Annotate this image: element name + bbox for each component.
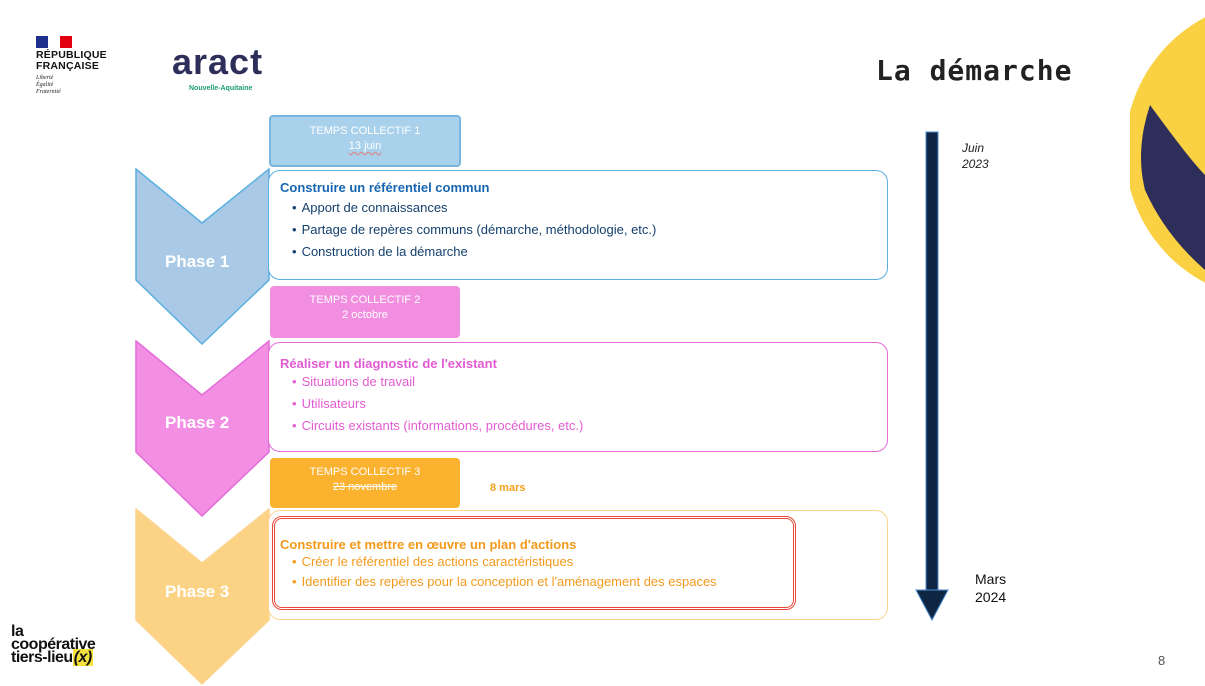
- list-item: Apport de connaissances: [292, 197, 887, 219]
- republic-motto: Liberté Égalité Fraternité: [36, 75, 61, 96]
- temps-collectif-3-old-date: 23 novembre: [332, 481, 398, 493]
- phase-3-highlight: Construire et mettre en œuvre un plan d'…: [272, 516, 796, 610]
- phase-1-label: Phase 1: [165, 252, 230, 271]
- republic-line-1: RÉPUBLIQUE: [36, 49, 107, 61]
- temps-collectif-2-title: TEMPS COLLECTIF 2: [309, 294, 421, 306]
- slide-title: La démarche: [876, 54, 1073, 87]
- phase-2-bullets: Situations de travail Utilisateurs Circu…: [280, 371, 887, 437]
- phase-1-bullets: Apport de connaissances Partage de repèr…: [280, 197, 887, 263]
- aract-logo: aract: [172, 41, 264, 82]
- republic-line-2: FRANÇAISE: [36, 60, 100, 72]
- coop-line-3: tiers-lieu(x): [11, 649, 95, 666]
- motto-egalite: Égalité: [36, 82, 54, 88]
- marianne-flag-icon: [36, 36, 72, 48]
- phase-3-label: Phase 3: [165, 582, 230, 601]
- temps-collectif-2-date: 2 octobre: [342, 309, 388, 321]
- timeline-start-month: Juin: [962, 141, 985, 155]
- motto-liberte: Liberté: [36, 75, 54, 81]
- phase-3-bullets: Créer le référentiel des actions caracté…: [280, 552, 793, 592]
- phase-2-label: Phase 2: [165, 413, 230, 432]
- list-item: Partage de repères communs (démarche, mé…: [292, 219, 887, 241]
- list-item: Situations de travail: [292, 371, 887, 393]
- phase-2-chevron: [135, 340, 270, 518]
- timeline-end: Mars 2024: [975, 570, 1006, 606]
- temps-collectif-1-date: 13 juin: [348, 140, 382, 152]
- phase-1-box: Construire un référentiel commun Apport …: [268, 170, 888, 280]
- phase-1-box-title: Construire un référentiel commun: [280, 180, 490, 195]
- page-number: 8: [1158, 653, 1166, 668]
- temps-collectif-3-title: TEMPS COLLECTIF 3: [309, 466, 421, 478]
- motto-fraternite: Fraternité: [36, 89, 61, 95]
- phase-1-chevron: [135, 168, 270, 346]
- phase-3-chevron: [135, 508, 270, 686]
- republique-francaise-logo: RÉPUBLIQUE FRANÇAISE: [36, 50, 107, 72]
- phase-3-box-title: Construire et mettre en œuvre un plan d'…: [280, 537, 577, 552]
- timeline-end-month: Mars: [975, 571, 1007, 587]
- timeline-end-year: 2024: [975, 589, 1007, 605]
- temps-collectif-2: TEMPS COLLECTIF 2 2 octobre: [270, 286, 460, 338]
- temps-collectif-1: TEMPS COLLECTIF 1 13 juin: [269, 115, 461, 167]
- list-item: Identifier des repères pour la conceptio…: [292, 572, 793, 592]
- coop-line-2: coopérative: [11, 636, 96, 653]
- list-item: Créer le référentiel des actions caracté…: [292, 552, 793, 572]
- aract-subtitle: Nouvelle-Aquitaine: [189, 85, 253, 92]
- coop-line-1: la: [11, 623, 24, 640]
- list-item: Utilisateurs: [292, 393, 887, 415]
- timeline-start-year: 2023: [962, 157, 989, 171]
- coop-tiers-lieu: tiers-lieu: [11, 649, 73, 666]
- phase-2-box: Réaliser un diagnostic de l'existant Sit…: [268, 342, 888, 452]
- phase-2-box-title: Réaliser un diagnostic de l'existant: [280, 356, 497, 371]
- temps-collectif-3: TEMPS COLLECTIF 3 23 novembre: [270, 458, 460, 508]
- temps-collectif-1-title: TEMPS COLLECTIF 1: [309, 125, 421, 137]
- cooperative-logo: la coopérative tiers-lieu(x): [11, 623, 96, 666]
- list-item: Circuits existants (informations, procéd…: [292, 415, 887, 437]
- timeline-start: Juin 2023: [962, 140, 989, 172]
- timeline-arrow-icon: [915, 131, 949, 622]
- list-item: Construction de la démarche: [292, 241, 887, 263]
- decorative-circle: [1130, 17, 1205, 283]
- temps-collectif-3-new-date: 8 mars: [490, 482, 526, 494]
- coop-x: (x): [72, 649, 93, 666]
